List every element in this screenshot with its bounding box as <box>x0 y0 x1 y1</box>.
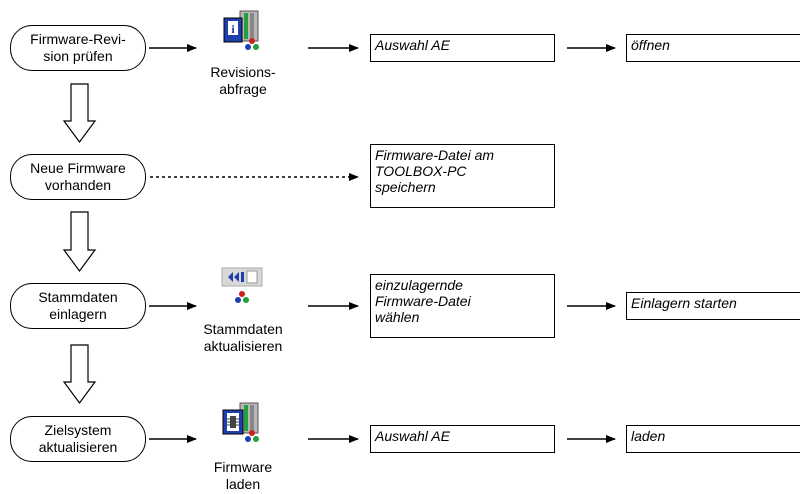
action-choose-firmware-file: einzulagernde Firmware-Datei wählen <box>370 274 555 338</box>
caption-master-data-update: Stammdaten aktualisieren <box>203 321 283 354</box>
firmware-load-icon <box>222 402 259 442</box>
down-arrow-2 <box>62 211 97 273</box>
down-arrow-3 <box>62 344 97 405</box>
action-open: öffnen <box>626 34 800 62</box>
svg-text:i: i <box>231 22 235 36</box>
action-save-firmware-file: Firmware-Datei am TOOLBOX-PC speichern <box>370 144 555 208</box>
action-select-ae-row1: Auswahl AE <box>370 34 555 62</box>
master-data-update-icon <box>221 267 263 303</box>
caption-revision-query: Revisions- abfrage <box>210 64 276 97</box>
step-new-firmware-available: Neue Firmware vorhanden <box>10 154 146 200</box>
action-start-storage: Einlagern starten <box>626 292 800 320</box>
step-firmware-revision-check: Firmware-Revi- sion prüfen <box>10 25 146 71</box>
down-arrow-1 <box>62 83 97 144</box>
action-load: laden <box>626 425 800 453</box>
caption-firmware-load: Firmware laden <box>213 459 273 492</box>
step-update-target-system: Zielsystem aktualisieren <box>10 416 146 462</box>
revision-query-icon: i <box>223 10 259 50</box>
action-select-ae-row4: Auswahl AE <box>370 425 555 453</box>
step-store-master-data: Stammdaten einlagern <box>10 283 146 329</box>
